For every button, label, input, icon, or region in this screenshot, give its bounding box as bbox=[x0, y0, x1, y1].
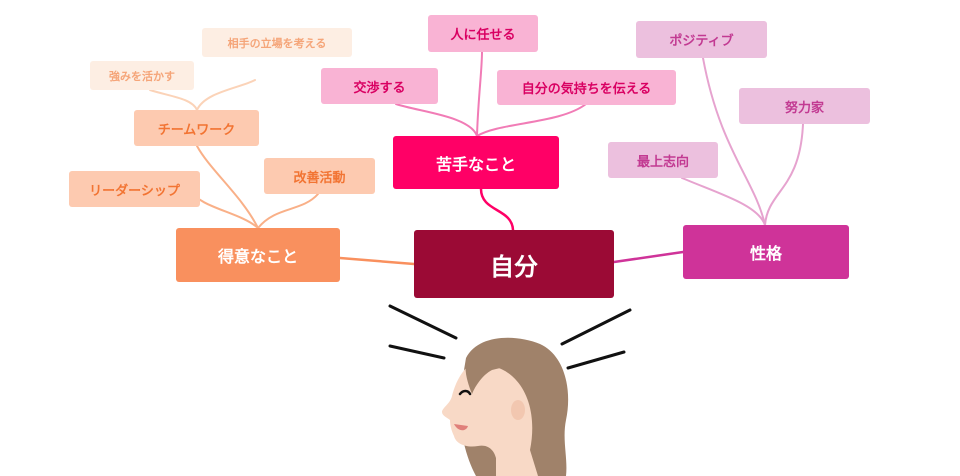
seikaku-positive-label: ポジティブ bbox=[669, 30, 733, 49]
seikaku-doryoku-node: 努力家 bbox=[739, 88, 870, 124]
tokui-leader-node: リーダーシップ bbox=[69, 171, 200, 207]
emphasis-line bbox=[390, 346, 444, 358]
tokui-kaizen-label: 改善活動 bbox=[293, 167, 345, 186]
nigate-kosho-label: 交渉する bbox=[353, 77, 405, 96]
seikaku-saijo-node: 最上志向 bbox=[608, 142, 718, 178]
connector-tokui-team bbox=[197, 146, 258, 228]
connector-nigate-kosho bbox=[396, 104, 477, 136]
seikaku-positive-node: ポジティブ bbox=[636, 21, 767, 58]
nigate-hito-node: 人に任せる bbox=[428, 15, 538, 52]
tokui-node: 得意なこと bbox=[176, 228, 340, 282]
seikaku-node: 性格 bbox=[683, 225, 849, 279]
nigate-kimochi-label: 自分の気持ちを伝える bbox=[522, 78, 652, 97]
nigate-kimochi-node: 自分の気持ちを伝える bbox=[497, 70, 676, 105]
tokui-team-node: チームワーク bbox=[134, 110, 259, 146]
nigate-hito-label: 人に任せる bbox=[450, 24, 515, 43]
connector-tokui-leader bbox=[190, 190, 258, 228]
tokui-leader-label: リーダーシップ bbox=[89, 180, 180, 199]
nigate-node: 苦手なこと bbox=[393, 136, 559, 189]
ear-icon bbox=[511, 400, 525, 420]
thinking-person-illustration bbox=[380, 300, 640, 476]
tokui-tsuyomi-node: 強みを活かす bbox=[90, 61, 194, 90]
nigate-node-label: 苦手なこと bbox=[436, 151, 516, 175]
tokui-tsuyomi-label: 強みを活かす bbox=[109, 68, 175, 84]
nigate-kosho-node: 交渉する bbox=[321, 68, 438, 104]
emphasis-line bbox=[390, 306, 456, 338]
connector-center-tokui bbox=[340, 258, 414, 264]
connector-center-nigate bbox=[481, 189, 513, 230]
tokui-aite-label: 相手の立場を考える bbox=[228, 35, 327, 51]
tokui-team-label: チームワーク bbox=[158, 119, 236, 138]
connector-nigate-hito bbox=[477, 52, 482, 136]
connector-seikaku-doryoku bbox=[765, 124, 803, 225]
seikaku-node-label: 性格 bbox=[750, 240, 782, 264]
connector-team-aite bbox=[197, 80, 255, 110]
connector-team-tsuyomi bbox=[150, 90, 197, 110]
tokui-kaizen-node: 改善活動 bbox=[264, 158, 375, 194]
connector-center-seikaku bbox=[614, 252, 683, 262]
tokui-node-label: 得意なこと bbox=[218, 243, 298, 267]
emphasis-line bbox=[568, 352, 624, 368]
connector-seikaku-saijo bbox=[682, 178, 765, 225]
connector-tokui-kaizen bbox=[258, 194, 318, 228]
emphasis-line bbox=[562, 310, 630, 344]
connector-nigate-kimochi bbox=[477, 104, 586, 136]
center-node-label: 自分 bbox=[490, 247, 538, 282]
seikaku-saijo-label: 最上志向 bbox=[637, 151, 689, 170]
seikaku-doryoku-label: 努力家 bbox=[785, 97, 824, 116]
center-node: 自分 bbox=[414, 230, 614, 298]
tokui-aite-node: 相手の立場を考える bbox=[202, 28, 352, 57]
